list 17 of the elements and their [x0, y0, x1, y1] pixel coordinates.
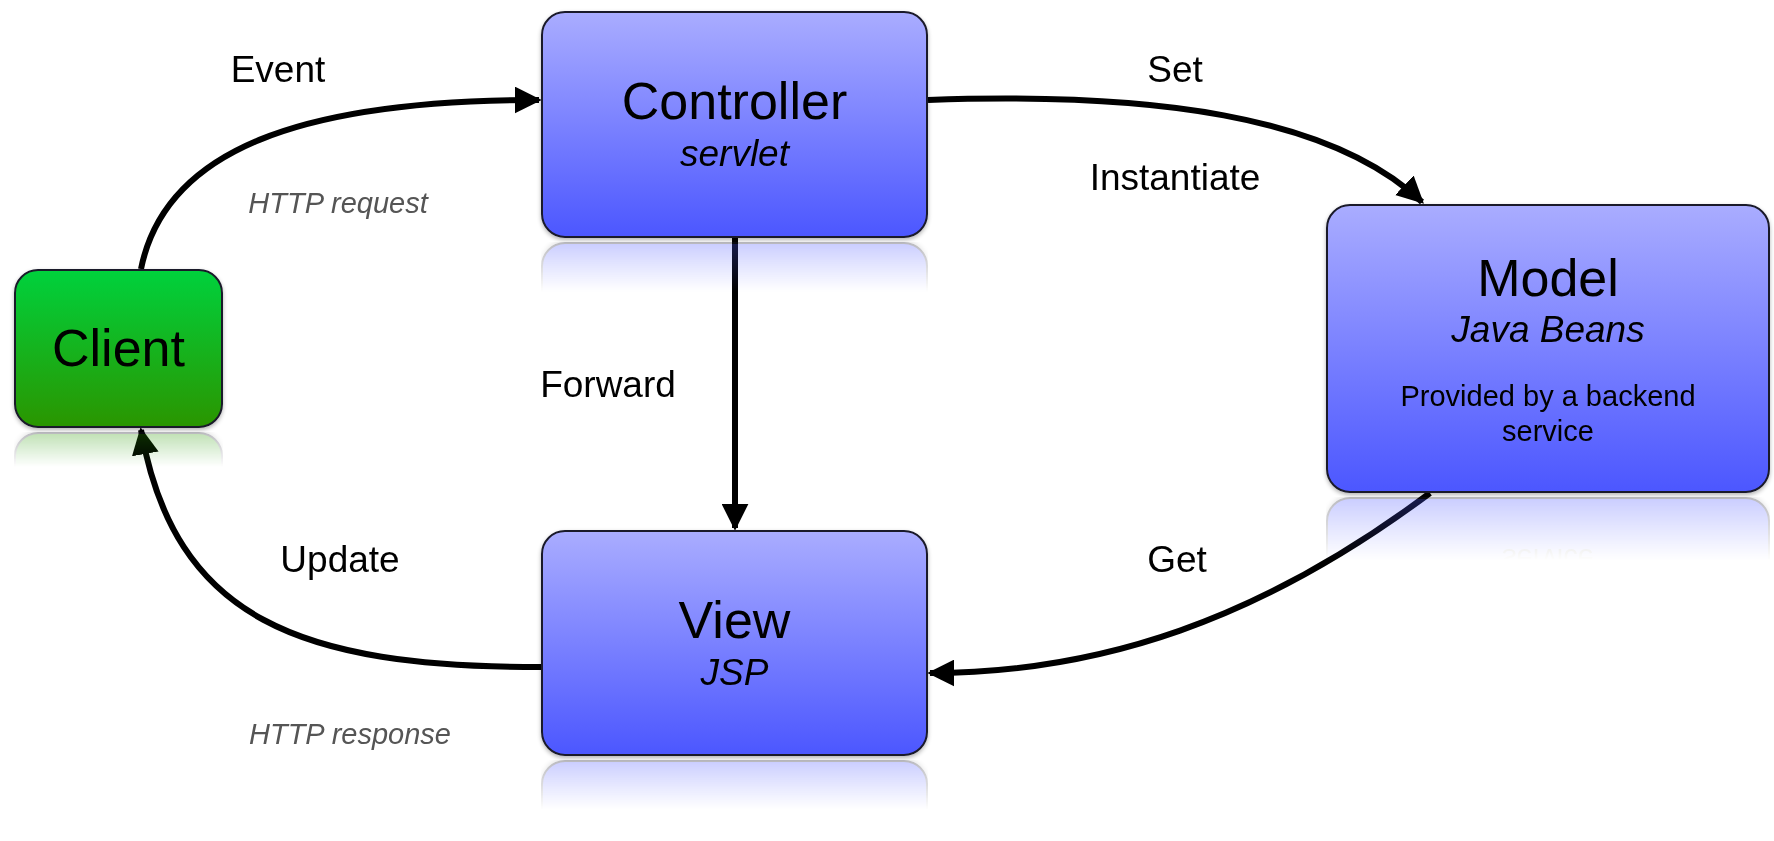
node-note: Provided by a backend service: [1399, 378, 1697, 449]
process-box: [541, 530, 928, 756]
node-title: Model: [1477, 248, 1619, 309]
arrow: [138, 86, 542, 270]
process-box: [541, 11, 928, 238]
node-subtitle: JSP: [700, 650, 769, 695]
arrow: [721, 238, 749, 531]
node-subtitle: Java Beans: [1451, 308, 1645, 353]
process-box: [14, 269, 223, 428]
node-title: Client: [52, 318, 185, 379]
arrow: [927, 95, 1425, 205]
node-title: Controller: [621, 72, 848, 133]
node-subtitle: servlet: [680, 132, 789, 177]
protocol-note: HTTP request: [248, 186, 428, 220]
process-box: [1326, 204, 1770, 493]
protocol-note: HTTP response: [249, 717, 451, 751]
node-title: View: [678, 590, 791, 651]
